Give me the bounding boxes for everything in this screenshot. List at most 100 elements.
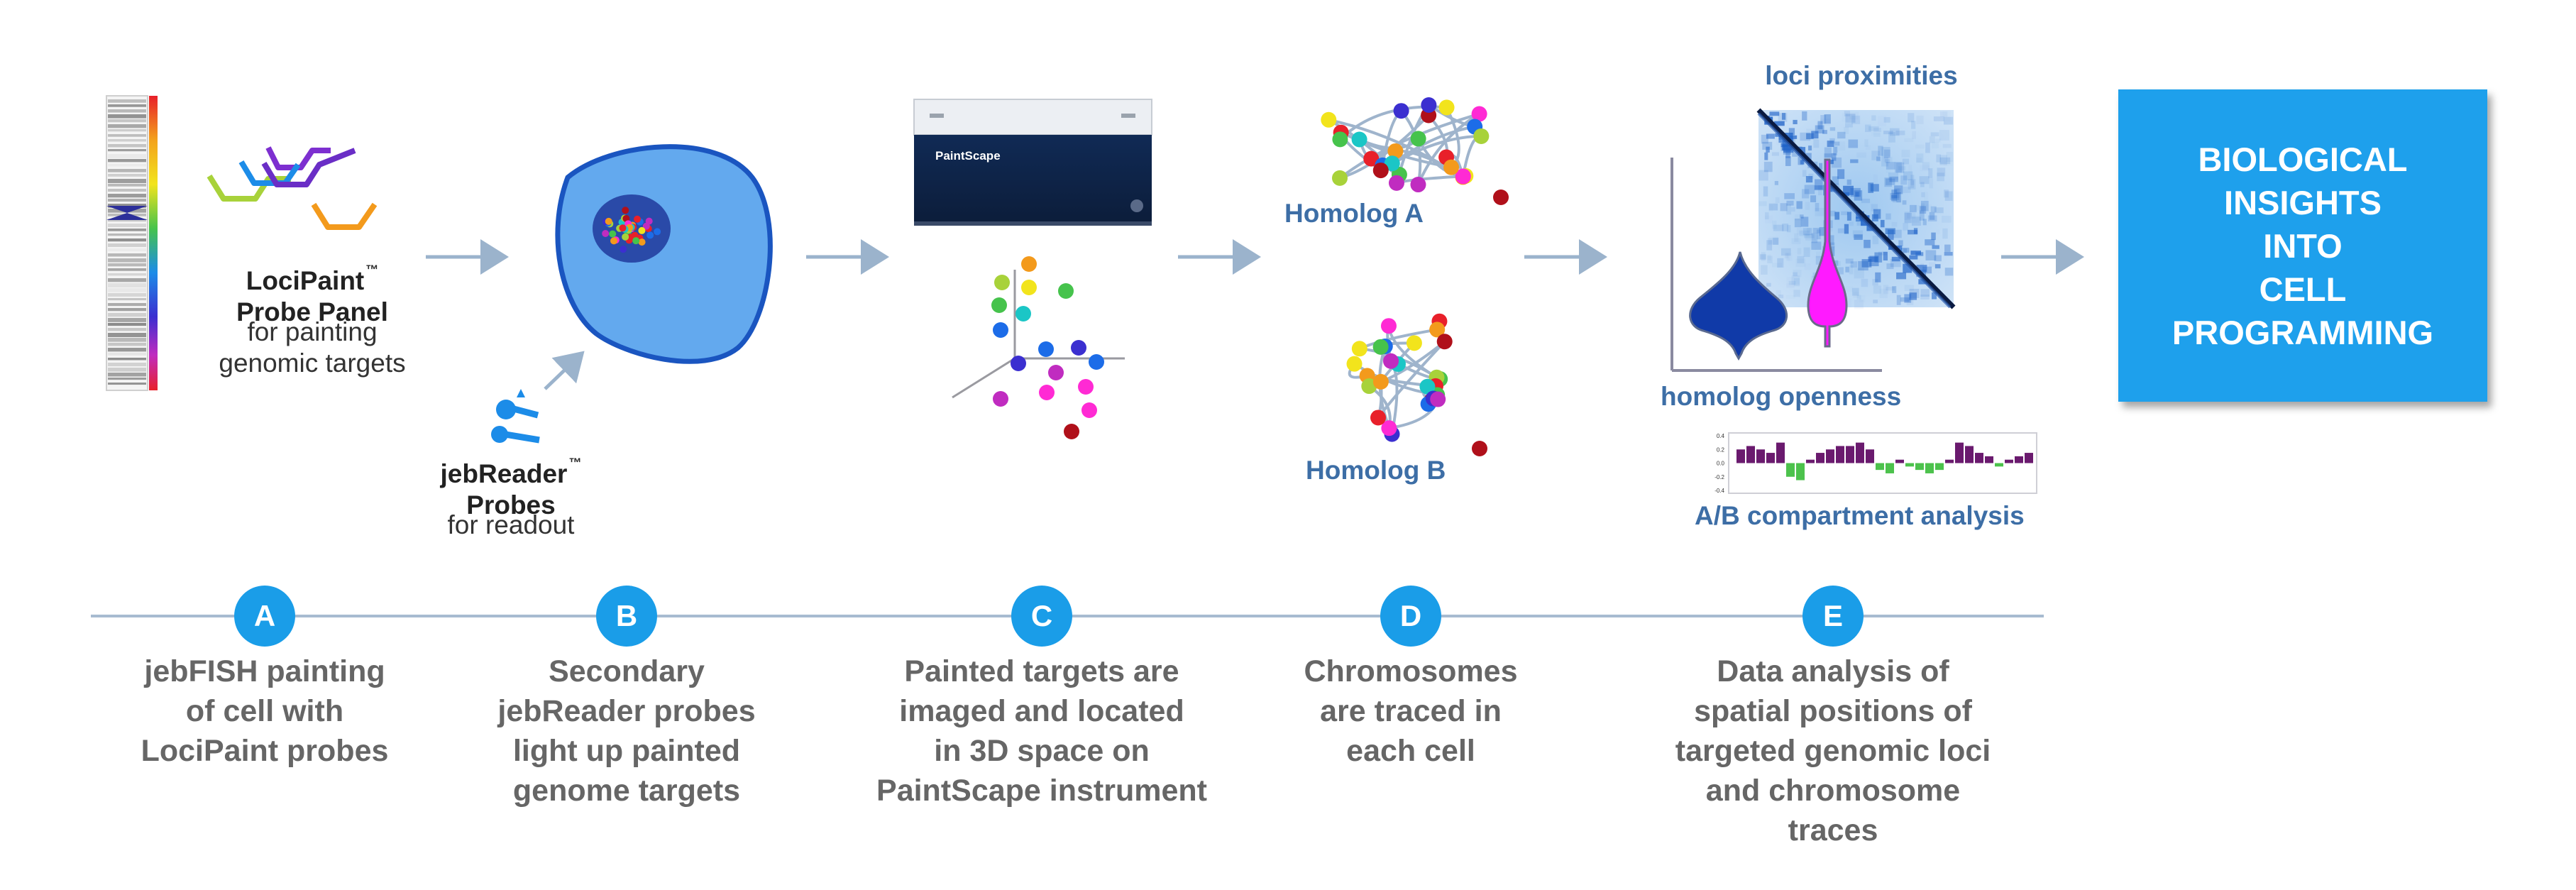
heatmap-cell [1900,297,1910,302]
heatmap-cell [1910,175,1915,185]
heatmap-cell [1900,248,1910,253]
heatmap-cell [1817,121,1823,129]
ideogram-band [108,333,146,337]
heatmap-cell [1851,115,1861,124]
heatmap-cell [1878,251,1887,256]
heatmap-cell [1886,162,1895,170]
ideogram-band [108,169,146,172]
locus-point [1081,402,1097,418]
heatmap-cell [1892,193,1897,203]
heatmap-cell [1769,111,1780,116]
heatmap-cell [1788,280,1796,285]
chromosome-ideogram [106,95,158,391]
nucleus-signal [620,246,627,253]
heatmap-cell [1778,295,1784,299]
heatmap-cell [1767,256,1773,263]
heatmap-cell [1931,232,1936,241]
heatmap-cell [1786,204,1792,215]
nucleus-signal [631,231,639,239]
ab-bar [1846,446,1854,463]
locus-point [1021,280,1037,295]
heatmap-cell [1872,279,1878,286]
heatmap-cell [1894,185,1903,194]
heatmap-cell [1828,242,1835,247]
heatmap-cell [1845,258,1854,264]
heatmap-cell [1800,216,1809,227]
heatmap-cell [1802,228,1812,236]
loci-proximity-heatmap [1756,108,1956,309]
heatmap-cell [1793,272,1798,276]
biological-insights-text: BIOLOGICAL INSIGHTS INTO CELL PROGRAMMIN… [2172,140,2434,351]
nucleus-signal [619,224,627,232]
caption-line: of cell with [185,694,344,728]
heatmap-cell [1794,233,1799,242]
heatmap-cell [1883,157,1893,163]
heatmap-cell [1928,168,1933,179]
heatmap-cell [1873,300,1878,304]
heatmap-cell [1781,113,1786,120]
ab-ytick-label: -0.2 [1714,474,1724,480]
heatmap-cell [1834,211,1840,220]
ideogram-band [108,144,146,148]
locus-point [993,322,1008,338]
heatmap-cell [1871,150,1881,160]
step-e-badge: E [1802,586,1864,647]
heatmap-cell [1864,139,1868,147]
heatmap-cell [1900,175,1908,185]
heatmap-cell [1888,229,1894,240]
locus-point [1048,365,1064,380]
nucleus-signal [638,226,646,234]
heatmap-cell [1829,246,1835,256]
heatmap-cell [1920,165,1930,172]
heatmap-cell [1915,145,1925,149]
heatmap-cell [1851,287,1859,296]
heatmap-cell [1909,292,1917,300]
heatmap-cell [1765,215,1773,223]
heatmap-cell [1883,251,1888,261]
trace-segment [1416,112,1480,185]
heatmap-cell [1946,151,1953,162]
ideogram-band [108,124,146,128]
heatmap-cell [1820,115,1827,124]
ab-bar [1766,453,1775,463]
locus-point [1038,341,1054,357]
heatmap-cell [1771,152,1779,156]
caption-line: Painted targets are [904,654,1179,688]
heatmap-cell [1808,145,1812,150]
heatmap-cell [1919,206,1927,214]
heatmap-cell [1775,133,1780,137]
caption-line: light up painted [512,734,741,768]
heatmap-cell [1903,187,1911,193]
ideogram-band [108,99,146,103]
trace-locus [1429,322,1446,338]
ab-bar [1985,456,1993,463]
heatmap-cell [1832,176,1839,185]
homolog-b-network [1346,313,1487,456]
heatmap-cell [1922,162,1930,170]
homolog-openness-plot [1670,158,1882,372]
heatmap-cell [1932,245,1939,249]
heatmap-cell [1768,203,1778,211]
heatmap-cell [1791,275,1800,285]
heatmap-cell [1903,171,1913,181]
heatmap-cell [1803,247,1810,258]
ideogram-band [108,224,146,227]
heatmap-cell [1800,132,1811,141]
heatmap-cell [1797,248,1802,255]
heatmap-cell [1871,115,1876,121]
heatmap-cell [1799,230,1810,236]
heatmap-cell [1939,111,1948,117]
heatmap-cell [1766,146,1770,153]
heatmap-cell [1934,264,1941,269]
step-d-caption: Chromosomes are traced in each cell [1272,652,1549,771]
heatmap-cell [1832,153,1837,161]
ab-bar [1965,446,1974,463]
heatmap-cell [1895,131,1905,136]
heatmap-cell [1930,132,1939,137]
heatmap-cell [1883,149,1890,158]
homolog-a-label: Homolog A [1284,199,1424,228]
heatmap-cell [1903,248,1907,253]
heatmap-cell [1874,252,1883,263]
heatmap-cell [1811,241,1822,250]
ab-bar [1945,459,1954,463]
